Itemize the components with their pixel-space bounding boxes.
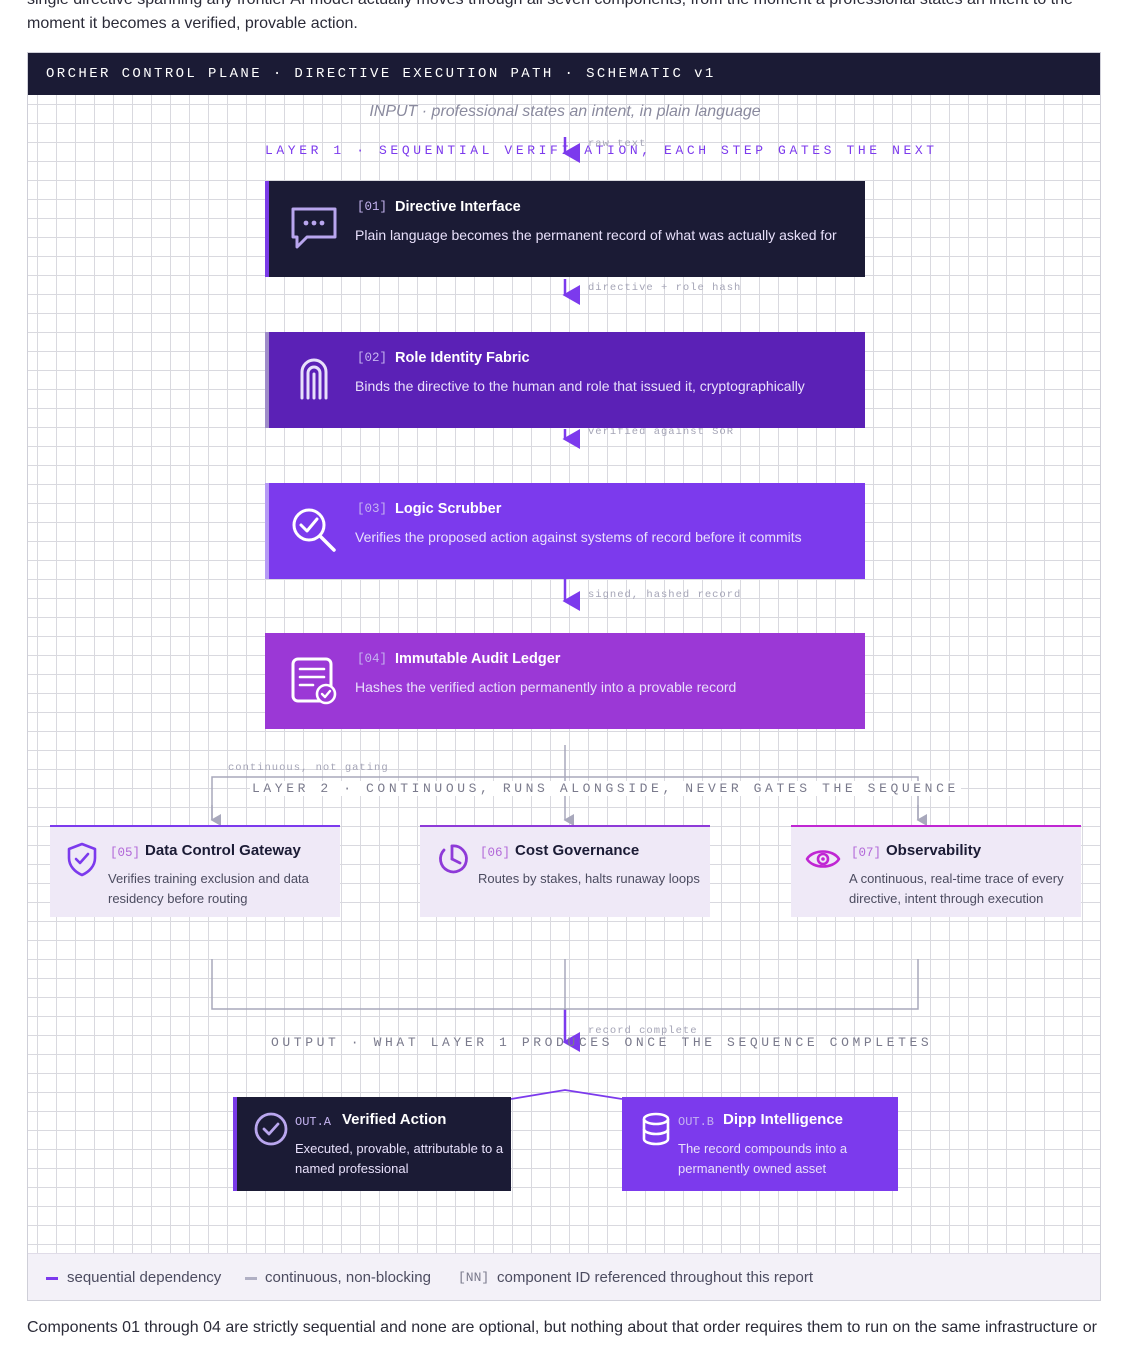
component-title: Role Identity Fabric [395, 350, 530, 366]
component-title: Observability [886, 842, 982, 859]
edge-label-continuous: continuous, not gating [228, 762, 389, 774]
layer2-heading: LAYER 2 · CONTINUOUS, RUNS ALONGSIDE, NE… [250, 781, 961, 796]
legend-sequential-label: sequential dependency [67, 1269, 222, 1286]
component-desc: Binds the directive to the human and rol… [355, 378, 805, 394]
output-id: OUT.B [678, 1115, 715, 1129]
edge-label-verified-sor: verified against SoR [588, 426, 735, 438]
component-desc: A continuous, real-time trace of every d… [849, 871, 1064, 906]
output-desc: The record compounds into a permanently … [678, 1141, 848, 1176]
component-id: [02] [357, 351, 388, 365]
outro-paragraph: Components 01 through 04 are strictly se… [27, 1319, 1097, 1336]
component-id: [01] [357, 200, 388, 214]
component-07-observability: [07] Observability A continuous, real-ti… [791, 825, 1081, 917]
component-title: Logic Scrubber [395, 501, 502, 517]
component-id: [06] [480, 846, 511, 860]
output-heading: OUTPUT · WHAT LAYER 1 PRODUCES ONCE THE … [271, 1035, 933, 1050]
check-circle-icon [254, 1112, 288, 1146]
edge-branch-layer2 [211, 776, 919, 820]
component-id: [07] [851, 846, 882, 860]
legend-continuous-label: continuous, non-blocking [265, 1269, 431, 1286]
magnify-check-icon [292, 508, 336, 552]
eye-icon [805, 850, 841, 868]
chat-bubble-icon [291, 207, 337, 249]
edge-label-record-complete: record complete [588, 1025, 698, 1037]
diagram-title: ORCHER CONTROL PLANE · DIRECTIVE EXECUTI… [28, 53, 1100, 95]
output-a-verified-action: OUT.A Verified Action Executed, provable… [233, 1097, 511, 1191]
component-title: Cost Governance [515, 842, 640, 859]
input-label: INPUT · professional states an intent, i… [369, 103, 761, 120]
component-desc: Verifies training exclusion and data res… [108, 871, 309, 906]
output-desc: Executed, provable, attributable to a na… [295, 1141, 504, 1176]
edge-label-signed-record: signed, hashed record [588, 589, 742, 601]
legend-nn-label: component ID referenced throughout this … [497, 1269, 814, 1286]
ledger-check-icon [291, 657, 337, 705]
legend-swatch-continuous [245, 1277, 257, 1280]
component-desc: Hashes the verified action permanently i… [355, 679, 737, 695]
edge-label-raw-text: raw text [588, 138, 647, 150]
component-desc: Verifies the proposed action against sys… [355, 529, 802, 545]
component-02-role-identity-fabric: [02] Role Identity Fabric Binds the dire… [265, 332, 865, 428]
intro-paragraph: single directive spanning any frontier A… [27, 0, 1073, 32]
component-title: Data Control Gateway [145, 842, 301, 859]
output-title: Verified Action [342, 1111, 447, 1128]
output-title: Dipp Intelligence [723, 1111, 844, 1128]
component-06-cost-governance: [06] Cost Governance Routes by stakes, h… [420, 825, 710, 917]
legend-nn-code: [NN] [458, 1270, 490, 1285]
database-icon [642, 1112, 670, 1146]
edge-output-fan [510, 1089, 623, 1100]
shield-check-icon [67, 842, 97, 877]
component-01-directive-interface: [01] Directive Interface Plain language … [265, 181, 865, 277]
component-desc: Routes by stakes, halts runaway loops [478, 871, 700, 886]
legend: sequential dependency continuous, non-bl… [28, 1253, 1100, 1300]
fingerprint-icon [300, 358, 328, 400]
schematic-diagram: ORCHER CONTROL PLANE · DIRECTIVE EXECUTI… [27, 52, 1101, 1301]
component-03-logic-scrubber: [03] Logic Scrubber Verifies the propose… [265, 483, 865, 579]
component-04-immutable-audit-ledger: [04] Immutable Audit Ledger Hashes the v… [265, 633, 865, 729]
connector-lines [210, 137, 927, 1100]
component-id: [04] [357, 652, 388, 666]
edge-label-directive-role-hash: directive + role hash [588, 282, 742, 294]
component-05-data-control-gateway: [05] Data Control Gateway Verifies train… [50, 825, 340, 917]
output-id: OUT.A [295, 1115, 332, 1129]
layer1-heading: LAYER 1 · SEQUENTIAL VERIFICATION, EACH … [265, 143, 938, 158]
output-b-dipp-intelligence: OUT.B Dipp Intelligence The record compo… [622, 1097, 898, 1191]
gauge-icon [439, 844, 468, 874]
component-title: Immutable Audit Ledger [395, 651, 561, 667]
legend-swatch-sequential [46, 1277, 58, 1280]
component-id: [05] [110, 846, 141, 860]
component-id: [03] [357, 502, 388, 516]
component-title: Directive Interface [395, 199, 521, 215]
component-desc: Plain language becomes the permanent rec… [355, 227, 837, 243]
